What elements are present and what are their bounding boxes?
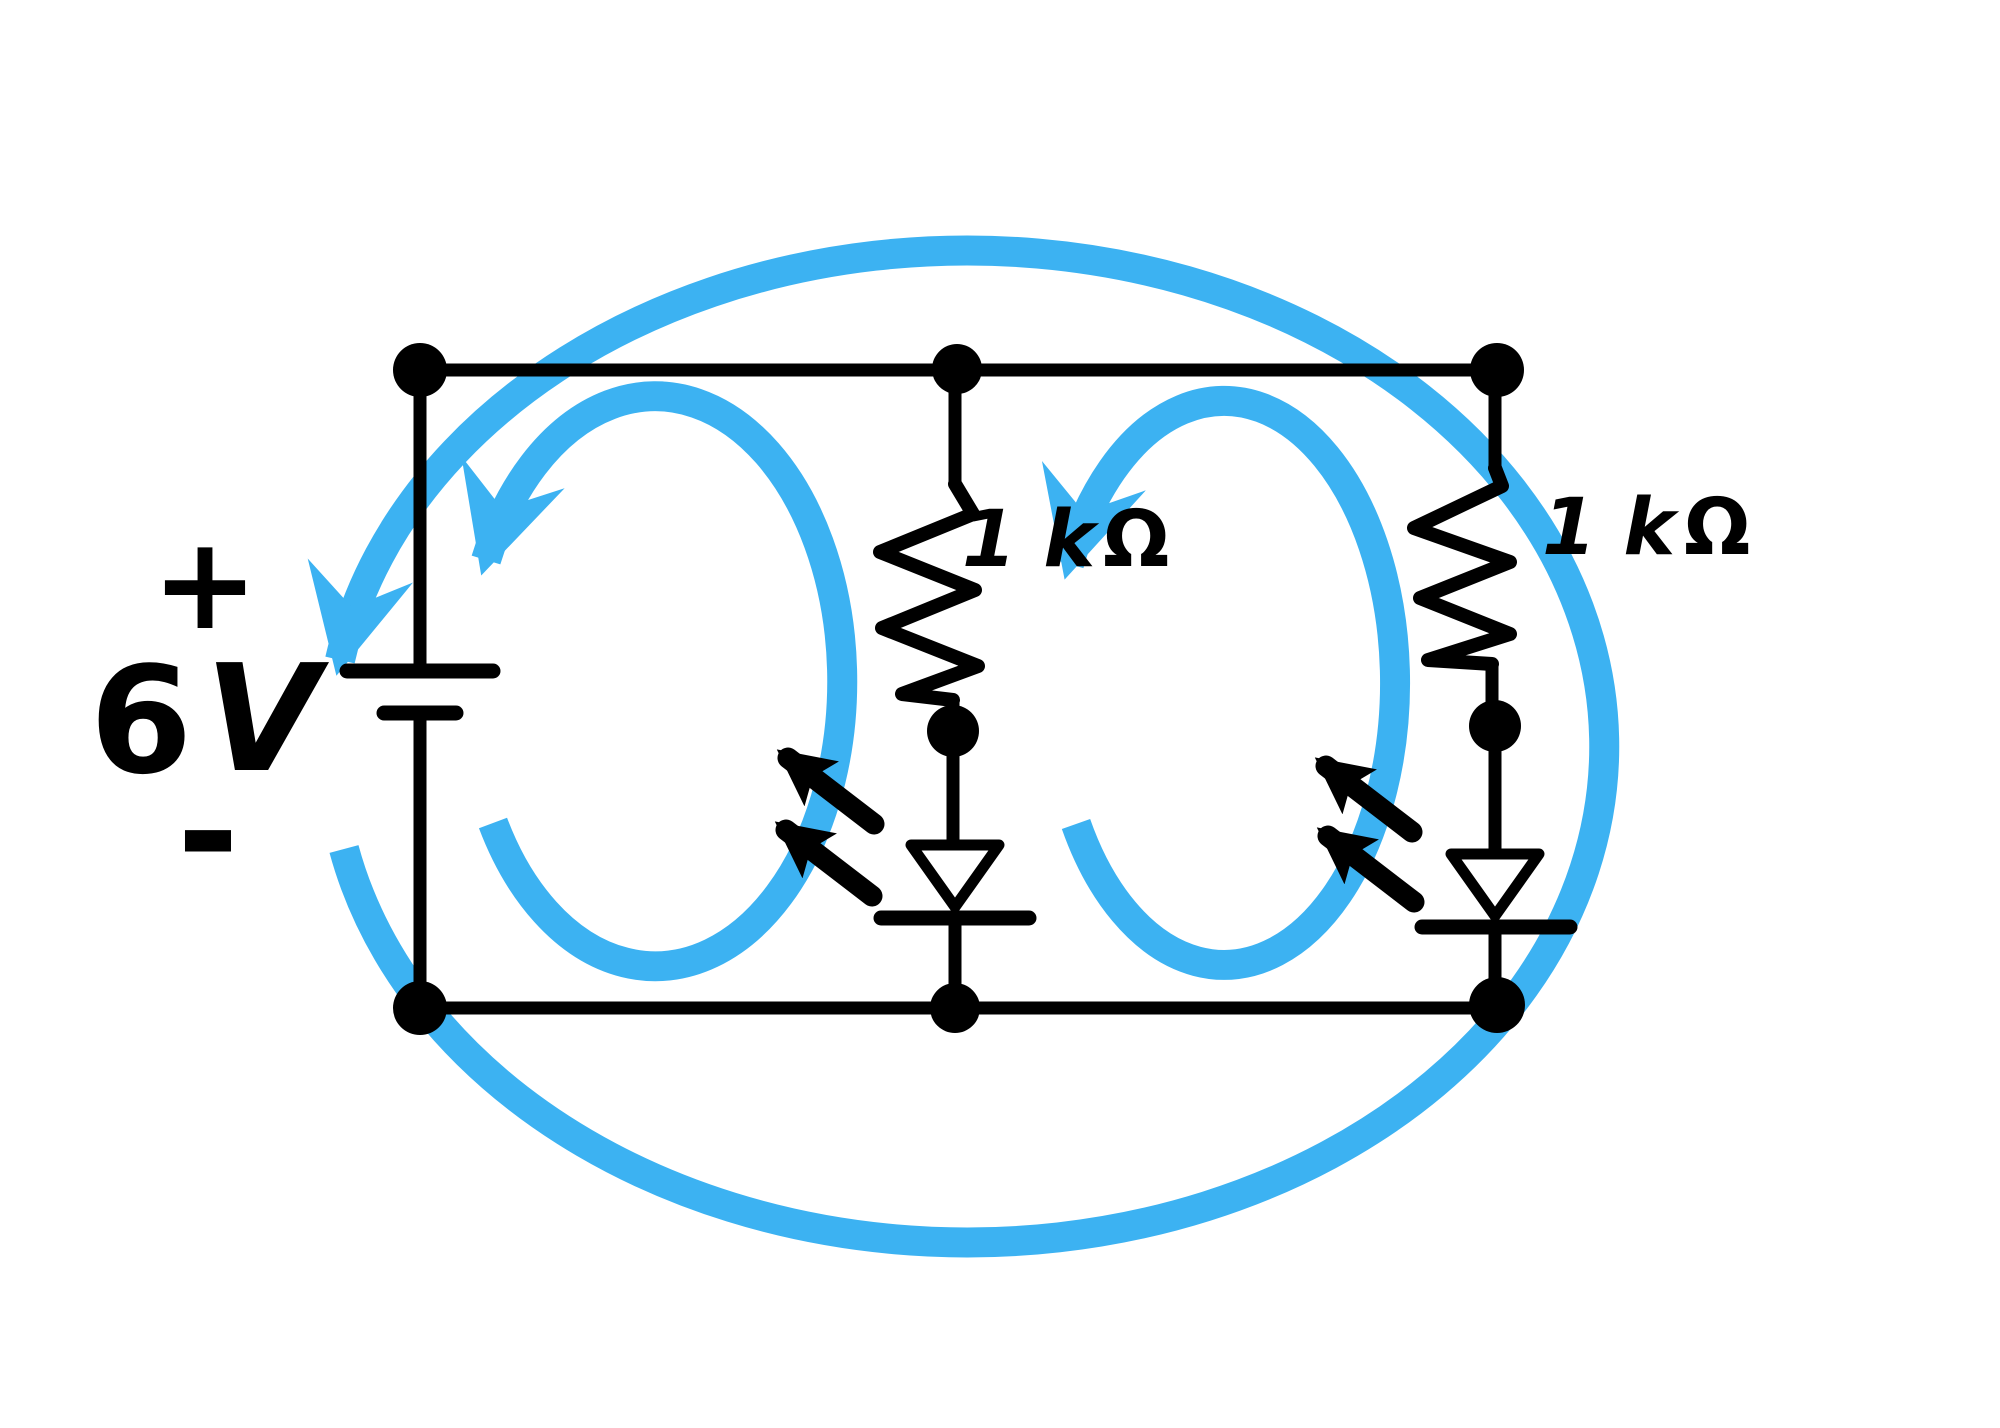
resistor2-zigzag-icon [1407, 461, 1517, 671]
battery-symbol [339, 363, 501, 1015]
led2-triangle [1445, 848, 1545, 922]
branch-right [1314, 363, 1578, 1012]
junction-dot-top-left [393, 343, 447, 397]
resistor2-unit-label: Ω [1684, 483, 1750, 573]
battery-voltage-value: 6 [90, 635, 193, 807]
branch-middle [774, 363, 1037, 1015]
resistor1-value-label: 1 k [962, 495, 1099, 585]
led1-triangle [905, 839, 1005, 913]
light-emission-arrow-icon [1314, 755, 1423, 843]
led2-light-emission-arrows [1314, 755, 1425, 913]
resistor1-zigzag-icon [873, 477, 985, 707]
junction-dot-top-right [1470, 343, 1524, 397]
current-loop-left-mesh-arrow [461, 381, 858, 982]
light-emission-arrow-icon [774, 819, 883, 907]
battery-minus-label: - [177, 746, 239, 920]
resistor1-unit-label: Ω [1103, 495, 1169, 585]
junction-dot-top-middle [932, 344, 982, 394]
current-loop-outer-arrow [308, 235, 1620, 1258]
resistor2-value-label: 1 k [1542, 483, 1679, 573]
junction-dot-bottom-right [1469, 977, 1525, 1033]
junction-dot-bottom-left [393, 981, 447, 1035]
circuit [339, 343, 1578, 1035]
light-emission-arrow-icon [776, 747, 885, 835]
current-loop-right-mesh-arrow [1042, 385, 1411, 980]
junction-dot-bottom-middle [930, 983, 980, 1033]
light-emission-arrow-icon [1316, 825, 1425, 913]
current-loops [308, 235, 1620, 1258]
labels: + 6 V - 1 k Ω 1 k Ω [90, 483, 1751, 920]
battery-voltage-unit: V [205, 633, 330, 805]
led1-light-emission-arrows [774, 747, 885, 907]
battery-plus-label: + [151, 510, 258, 659]
